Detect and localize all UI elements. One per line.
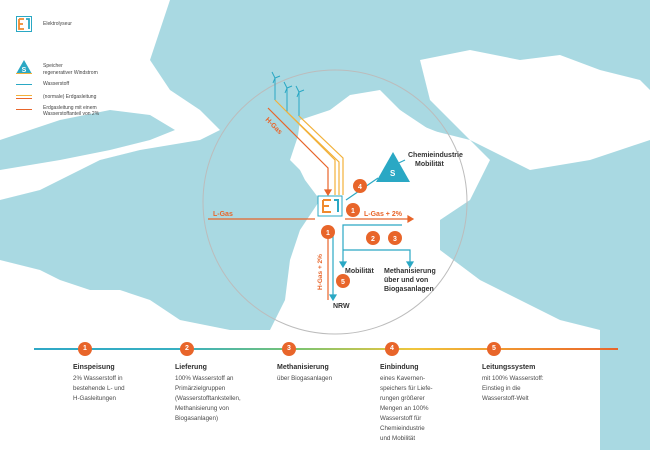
- step-badge: 5: [487, 342, 501, 356]
- h-gas-line: [267, 107, 333, 197]
- badge-1-text: 1: [351, 208, 355, 215]
- step-description: eines Kavernen-speichers für Liefe-runge…: [380, 375, 433, 442]
- legend-blend-2: Wasserstoffanteil von 2%: [43, 111, 100, 117]
- legend-gas: (normale) Erdgasleitung: [43, 94, 97, 100]
- legend-blend-line: [16, 109, 32, 111]
- step-title: Lieferung: [175, 364, 207, 371]
- svg-text:S: S: [22, 67, 27, 74]
- methanation-label-3: Biogasanlagen: [384, 286, 434, 293]
- badge-4-text: 4: [358, 184, 362, 191]
- wind-turbines: [271, 71, 305, 116]
- legend-hydrogen: Wasserstoff: [43, 81, 70, 87]
- land-area: [0, 50, 650, 450]
- legend-wind-line: [16, 73, 32, 75]
- legend-electrolyser: Elektrolyseur: [43, 21, 72, 27]
- nrw-label: NRW: [333, 303, 350, 310]
- legend-wind: regenerativer Windstrom: [43, 70, 98, 76]
- methanation-label-2: über und von: [384, 277, 428, 284]
- badge-2-text: 2: [371, 236, 375, 243]
- mobility-top-label: Mobilität: [415, 161, 444, 168]
- legend-storage: Speicher: [43, 63, 63, 69]
- step-badge: 3: [282, 342, 296, 356]
- badge-5-text: 5: [341, 279, 345, 286]
- step-title: Leitungssystem: [482, 364, 536, 371]
- diagram-badges: [321, 179, 402, 288]
- legend-hydrogen-line: [16, 84, 32, 86]
- electrolyser-icon: [317, 195, 343, 217]
- l-gas-label: L-Gas: [213, 211, 233, 218]
- step-title: Methanisierung: [277, 364, 329, 371]
- wind-power-lines: [274, 99, 344, 195]
- storage-triangle-icon: [376, 152, 410, 182]
- legend-gas-line-a: [16, 95, 32, 97]
- storage-letter: S: [390, 169, 396, 178]
- e1-logo-icon: [16, 16, 32, 32]
- legend-blend-1: Erdgasleitung mit einem: [43, 105, 97, 111]
- methanation-label-1: Methanisierung: [384, 268, 436, 275]
- storage-icon: S: [16, 60, 32, 74]
- step-badge: 4: [385, 342, 399, 356]
- legend-gas-line: [16, 98, 32, 100]
- region-circle: [202, 69, 468, 335]
- step-badge: 2: [180, 342, 194, 356]
- h-gas-plus-label: H-Gas + 2%: [317, 254, 324, 290]
- step-title: Einbindung: [380, 364, 419, 371]
- chemical-industry-label: Chemieindustrie: [408, 152, 463, 159]
- timeline-bar: [34, 348, 618, 350]
- mobility-label: Mobilität: [345, 268, 374, 275]
- step-badge: 1: [78, 342, 92, 356]
- badge-1b-text: 1: [326, 230, 330, 237]
- step-description: über Biogasanlagen: [277, 375, 333, 382]
- l-gas-plus-label: L-Gas + 2%: [364, 211, 403, 218]
- badge-3-text: 3: [393, 236, 397, 243]
- l-gas-line: [208, 214, 415, 224]
- step-title: Einspeisung: [73, 364, 115, 371]
